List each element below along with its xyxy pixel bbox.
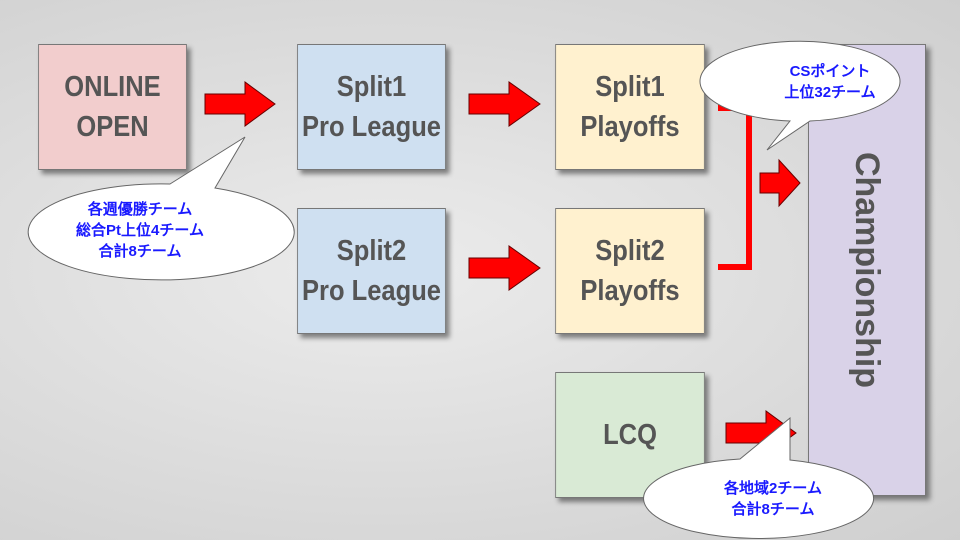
split1-pro-league-box: Split1 Pro League: [297, 44, 446, 170]
split2-playoffs-box: Split2 Playoffs: [555, 208, 705, 334]
arrow-split2pro-to-playoffs: [468, 245, 541, 291]
note-lcq: 各地域2チーム 合計8チーム: [724, 480, 822, 518]
callout-playoffs: [699, 40, 901, 151]
split1-playoffs-box: Split1 Playoffs: [555, 44, 705, 170]
note-playoffs: CSポイント 上位32チーム: [784, 63, 876, 101]
online-open-box: ONLINE OPEN: [38, 44, 187, 170]
arrow-playoffs-to-championship: [759, 158, 801, 208]
arrow-split1pro-to-playoffs: [468, 81, 541, 127]
split2-pro-league-box: Split2 Pro League: [297, 208, 446, 334]
note-online-open: 各週優勝チーム 総合Pt上位4チーム 合計8チーム: [76, 201, 204, 260]
callout-lcq: [643, 416, 875, 539]
callout-online-open: [27, 136, 295, 281]
arrow-open-to-split1: [204, 81, 276, 127]
